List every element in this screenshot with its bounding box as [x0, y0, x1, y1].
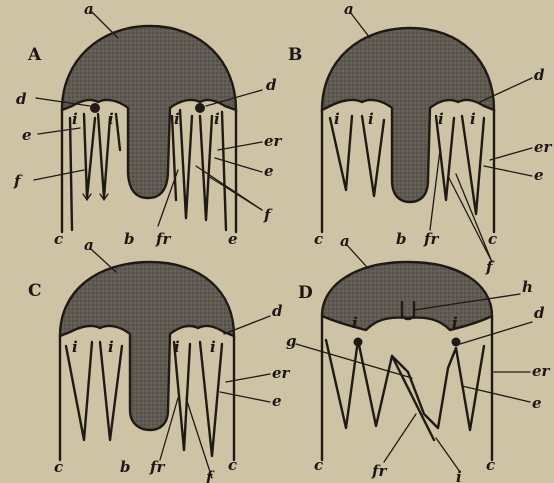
canal-d-left-d: [354, 338, 363, 347]
label-i: i: [352, 314, 358, 332]
label-e: e: [532, 394, 542, 412]
label-fr: fr: [149, 458, 165, 476]
panel-a: [34, 12, 262, 232]
label-a: a: [84, 0, 94, 18]
canal-d-right-a: [195, 103, 205, 113]
label-d: d: [266, 76, 277, 94]
label-c: c: [486, 456, 495, 474]
panel-label-d: D: [298, 283, 313, 303]
label-c: c: [54, 458, 63, 476]
label-er: er: [532, 362, 551, 380]
label-c: c: [54, 230, 63, 248]
canal-d-left-a: [90, 103, 100, 113]
label-er: er: [534, 138, 553, 156]
label-i: i: [470, 110, 476, 128]
label-fr: fr: [423, 230, 439, 248]
label-f: f: [13, 172, 23, 190]
label-i: i: [214, 110, 220, 128]
label-d: d: [534, 66, 545, 84]
label-e: e: [272, 392, 282, 410]
label-c: c: [228, 456, 237, 474]
label-i: i: [210, 338, 216, 356]
panel-label-a: A: [27, 45, 42, 65]
label-f: f: [205, 468, 215, 483]
label-h: h: [522, 278, 533, 296]
label-d: d: [16, 90, 27, 108]
label-i: i: [334, 110, 340, 128]
label-e: e: [228, 230, 238, 248]
label-i: i: [108, 110, 114, 128]
label-c: c: [314, 230, 323, 248]
label-d: d: [534, 304, 545, 322]
label-er: er: [272, 364, 291, 382]
label-i: i: [174, 338, 180, 356]
label-a: a: [340, 232, 350, 250]
label-b: b: [124, 230, 135, 248]
label-i: i: [108, 338, 114, 356]
label-i: i: [72, 338, 78, 356]
panel-label-c: C: [28, 281, 42, 301]
label-i: i: [368, 110, 374, 128]
label-b: b: [120, 458, 131, 476]
panel-c: [60, 250, 270, 478]
label-b: b: [396, 230, 407, 248]
panel-d: [296, 244, 532, 472]
label-er: er: [264, 132, 283, 150]
panel-label-b: B: [288, 45, 302, 65]
panel-b: [322, 12, 532, 262]
label-i: i: [438, 110, 444, 128]
label-c: c: [314, 456, 323, 474]
label-i: i: [174, 110, 180, 128]
label-i: i: [456, 468, 462, 483]
label-a: a: [84, 236, 94, 254]
label-fr: fr: [371, 462, 387, 480]
label-g: g: [286, 332, 297, 350]
label-i: i: [72, 110, 78, 128]
canal-d-right-d: [452, 338, 461, 347]
label-e: e: [22, 126, 32, 144]
label-e: e: [264, 162, 274, 180]
label-i: i: [452, 314, 458, 332]
label-f: f: [485, 258, 495, 276]
label-d: d: [272, 302, 283, 320]
label-c: c: [488, 230, 497, 248]
label-a: a: [344, 0, 354, 18]
label-f: f: [263, 206, 273, 224]
label-e: e: [534, 166, 544, 184]
label-fr: fr: [155, 230, 171, 248]
